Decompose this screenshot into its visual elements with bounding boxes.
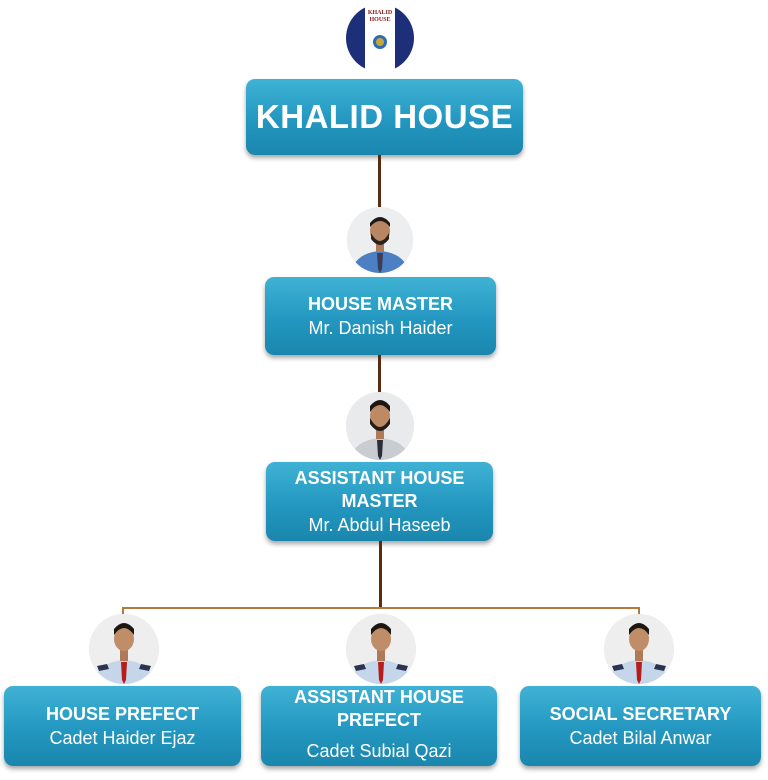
assistant-house-prefect-name: Cadet Subial Qazi — [306, 741, 452, 761]
social-secretary-photo — [604, 614, 674, 684]
social-secretary-name: Cadet Bilal Anwar — [569, 727, 712, 748]
house-prefect-name: Cadet Haider Ejaz — [49, 727, 196, 748]
assistant-house-master-box: ASSISTANT HOUSE MASTER Mr. Abdul Haseeb — [266, 462, 493, 541]
house-logo: KHALID HOUSE — [346, 4, 414, 72]
connector-title-to-house-master — [378, 155, 381, 212]
house-master-role: HOUSE MASTER — [307, 293, 453, 314]
house-title-box: KHALID HOUSE — [246, 79, 523, 155]
assistant-house-master-role-line2: MASTER — [341, 490, 418, 511]
connector-drop-left — [122, 607, 124, 619]
assistant-house-master-photo — [346, 392, 414, 460]
assistant-house-prefect-box: ASSISTANT HOUSE PREFECT Cadet Subial Qaz… — [261, 686, 497, 766]
connector-horizontal-bar — [122, 607, 640, 609]
assistant-house-master-name: Mr. Abdul Haseeb — [308, 514, 451, 535]
social-secretary-role: SOCIAL SECRETARY — [549, 703, 732, 724]
house-prefect-photo — [89, 614, 159, 684]
connector-assistant-to-prefects — [379, 541, 382, 608]
house-master-photo — [347, 207, 413, 273]
house-title: KHALID HOUSE — [255, 98, 514, 135]
logo-text-line2: HOUSE — [369, 17, 391, 23]
logo-text-line1: KHALID — [367, 10, 393, 16]
assistant-house-prefect-role-line2: PREFECT — [336, 710, 421, 730]
house-prefect-role: HOUSE PREFECT — [45, 703, 200, 724]
house-master-name: Mr. Danish Haider — [308, 317, 453, 338]
connector-house-master-to-assistant — [378, 355, 381, 395]
assistant-house-master-role-line1: ASSISTANT HOUSE — [294, 467, 465, 488]
assistant-house-prefect-photo — [346, 614, 416, 684]
house-master-box: HOUSE MASTER Mr. Danish Haider — [265, 277, 496, 355]
social-secretary-box: SOCIAL SECRETARY Cadet Bilal Anwar — [520, 686, 761, 766]
house-logo-graphic — [346, 4, 414, 72]
assistant-house-prefect-role-line1: ASSISTANT HOUSE — [294, 687, 464, 707]
house-prefect-box: HOUSE PREFECT Cadet Haider Ejaz — [4, 686, 241, 766]
connector-drop-right — [638, 607, 640, 619]
